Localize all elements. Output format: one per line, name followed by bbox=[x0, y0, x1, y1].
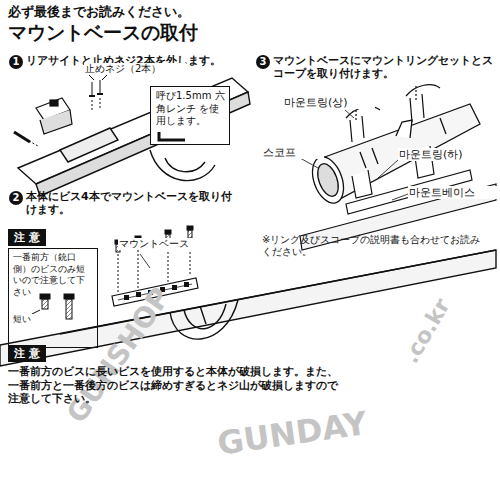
base-screws bbox=[115, 226, 193, 292]
hex-wrench bbox=[157, 130, 187, 142]
leader-line bbox=[140, 254, 150, 268]
header-note: 必ず最後までお読みください。 bbox=[8, 4, 308, 20]
step-number: 1 bbox=[9, 55, 23, 69]
step-text: マウントベースにマウントリングセットとスコープを取り付けます。 bbox=[273, 54, 493, 80]
step-number: 3 bbox=[256, 55, 270, 69]
part-label: マウントベース bbox=[118, 238, 240, 250]
part-label: 마운트링(상) bbox=[283, 96, 375, 109]
part-label: 마운트링(하) bbox=[398, 148, 490, 161]
stop-screws bbox=[14, 74, 108, 146]
part-label: 止めネジ（2本） bbox=[84, 63, 186, 75]
step-text: 本体にビス4本でマウントベースを取り付けます。 bbox=[26, 190, 241, 216]
caution-text: 一番前方のビスに長いビスを使用すると本体が破損します。また、一番前方と一番後方の… bbox=[8, 365, 348, 406]
caution-box: 注 意一番前方のビスに長いビスを使用すると本体が破損します。また、一番前方と一番… bbox=[8, 342, 348, 406]
caution-text: 一番前方（銃口側）のビスのみ短いので注意して下さい bbox=[8, 248, 98, 348]
part-label: 短い bbox=[12, 314, 54, 325]
note-text: ※リング及びスコープの説明書も合わせてお読みください。 bbox=[262, 234, 487, 258]
rifle-receiver bbox=[18, 78, 250, 196]
tool-box: 呼び1.5mm 六角レンチ を使用します。 bbox=[150, 86, 230, 145]
scope-base bbox=[300, 86, 496, 250]
watermark: .co.kr bbox=[398, 294, 456, 368]
part-label: 스코프 bbox=[262, 146, 324, 159]
caution-heading: 注 意 bbox=[8, 229, 46, 246]
caution-heading: 注 意 bbox=[8, 345, 46, 362]
title: マウントベースの取付 bbox=[8, 21, 198, 44]
watermark: GUNDAY bbox=[215, 404, 369, 463]
caution-box: 注 意一番前方（銃口側）のビスのみ短いので注意して下さい bbox=[8, 226, 98, 348]
rear-sight bbox=[36, 98, 72, 134]
tool-note: 呼び1.5mm 六角レンチ を使用します。 bbox=[156, 90, 225, 128]
step-number: 2 bbox=[9, 191, 23, 205]
part-label: 마운트베이스 bbox=[408, 186, 500, 199]
